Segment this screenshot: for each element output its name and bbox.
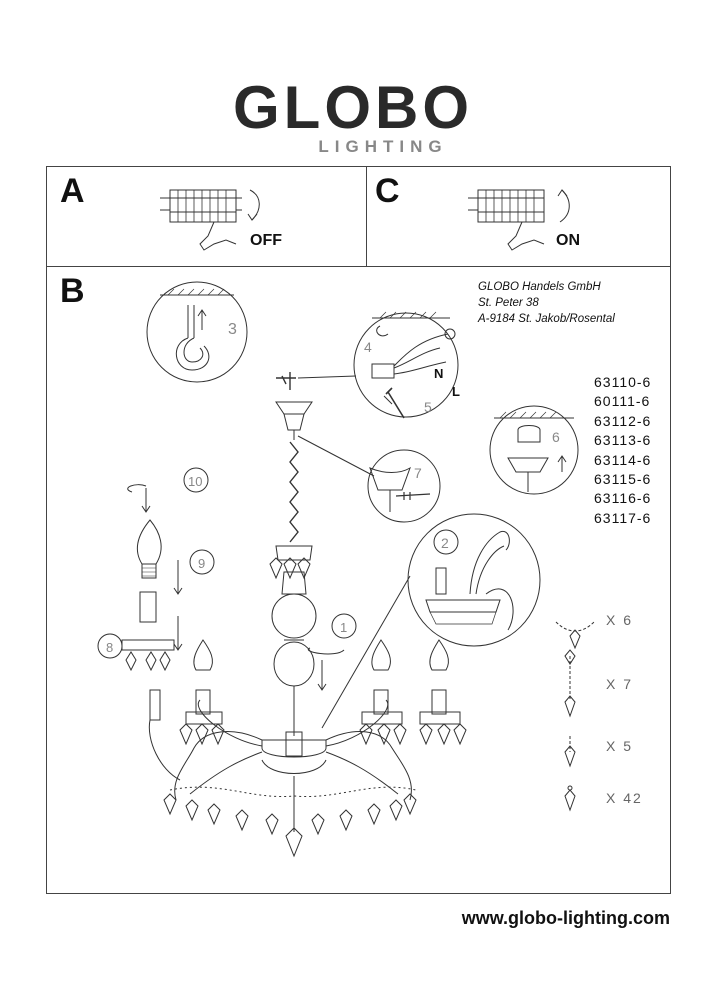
wiring-detail-icon bbox=[371, 311, 456, 419]
step-10-label: 10 bbox=[188, 474, 202, 489]
live-wire-label: L bbox=[452, 384, 460, 399]
candle-bulb-icon bbox=[137, 519, 162, 579]
brand-sub: LIGHTING bbox=[318, 137, 448, 156]
down-arrow-icon bbox=[173, 560, 183, 595]
step-4-label: 4 bbox=[364, 339, 372, 355]
crystal-drop-icon bbox=[564, 785, 576, 812]
arrow-head-icon bbox=[247, 213, 258, 221]
chandelier-illustration bbox=[148, 372, 467, 858]
website-url: www.globo-lighting.com bbox=[461, 908, 670, 928]
step-2-label: 2 bbox=[441, 535, 449, 551]
model-number: 60111-6 bbox=[594, 393, 651, 410]
model-number: 63116-6 bbox=[594, 490, 652, 507]
crystal-count-42: X 42 bbox=[606, 790, 643, 806]
terminal-block-on-icon bbox=[468, 189, 545, 251]
neutral-wire-label: N bbox=[434, 366, 443, 381]
down-arrow-icon bbox=[173, 616, 183, 651]
detail-arm-circle bbox=[407, 513, 541, 647]
step-9-label: 9 bbox=[198, 556, 205, 571]
crystal-strand-7-icon bbox=[564, 649, 576, 718]
section-divider-horizontal bbox=[46, 266, 671, 267]
rotate-arrow-icon bbox=[127, 484, 147, 493]
detail-canopy-circle bbox=[489, 405, 579, 495]
canopy-screw-icon bbox=[369, 466, 431, 512]
bobeche-crystal-icon bbox=[121, 639, 175, 672]
switch-on-label: ON bbox=[556, 232, 580, 249]
crystal-count-7: X 7 bbox=[606, 676, 634, 692]
detail-wiring-circle bbox=[353, 312, 459, 418]
address-line: A-9184 St. Jakob/Rosental bbox=[478, 313, 615, 325]
step-3-label: 3 bbox=[228, 321, 237, 338]
model-number: 63110-6 bbox=[594, 374, 652, 390]
rotate-arrow-icon bbox=[559, 189, 570, 223]
crystal-count-5: X 5 bbox=[606, 738, 634, 754]
step-2-circle bbox=[433, 529, 459, 555]
model-number: 63114-6 bbox=[594, 451, 652, 468]
down-arrow-icon bbox=[141, 488, 151, 513]
step-9-circle bbox=[189, 549, 215, 575]
step-7-label: 7 bbox=[414, 465, 422, 481]
crystal-strand-5-icon bbox=[564, 736, 576, 768]
model-number: 63117-6 bbox=[594, 509, 652, 526]
leader-line bbox=[297, 435, 375, 477]
step-8-label: 8 bbox=[106, 640, 113, 655]
switch-off-label: OFF bbox=[250, 232, 282, 249]
step-6-label: 6 bbox=[552, 429, 560, 445]
section-a-letter: A bbox=[60, 172, 85, 210]
rotate-arrow-icon bbox=[307, 647, 345, 655]
candle-sleeve-icon bbox=[139, 591, 157, 623]
step-1-circle bbox=[331, 613, 357, 639]
leader-line bbox=[321, 575, 411, 729]
canopy-fixing-icon bbox=[494, 411, 574, 492]
manufacturer-address: GLOBO Handels GmbH St. Peter 38 A-9184 S… bbox=[478, 279, 615, 327]
address-line: GLOBO Handels GmbH bbox=[478, 281, 601, 293]
ceiling-hook-icon bbox=[160, 288, 234, 371]
arrow-head-icon bbox=[557, 189, 568, 197]
model-number-list: 63110-6 60111-6 63112-6 63113-6 63114-6 … bbox=[594, 373, 651, 528]
detail-hook-circle bbox=[146, 281, 248, 383]
down-arrow-icon bbox=[317, 660, 327, 691]
crystal-strand-6-icon bbox=[555, 621, 595, 650]
brand-name: GLOBO bbox=[233, 74, 473, 141]
section-divider-vertical bbox=[366, 166, 367, 266]
model-number: 63112-6 bbox=[594, 412, 652, 429]
terminal-block-off-icon bbox=[160, 189, 242, 251]
step-1-label: 1 bbox=[340, 620, 347, 635]
arm-insertion-icon bbox=[425, 530, 514, 631]
address-line: St. Peter 38 bbox=[478, 297, 539, 309]
step-5-label: 5 bbox=[424, 399, 432, 415]
model-number: 63113-6 bbox=[594, 432, 652, 449]
section-c-letter: C bbox=[375, 172, 400, 210]
crystal-count-6: X 6 bbox=[606, 612, 634, 628]
section-b-letter: B bbox=[60, 272, 85, 310]
instruction-frame bbox=[46, 166, 671, 894]
leader-line bbox=[297, 375, 357, 379]
detail-screw-circle bbox=[367, 449, 441, 523]
step-10-circle bbox=[183, 467, 209, 493]
model-number: 63115-6 bbox=[594, 471, 652, 488]
rotate-arrow-icon bbox=[249, 189, 260, 221]
brand-logo: GLOBO LIGHTING bbox=[0, 78, 706, 156]
